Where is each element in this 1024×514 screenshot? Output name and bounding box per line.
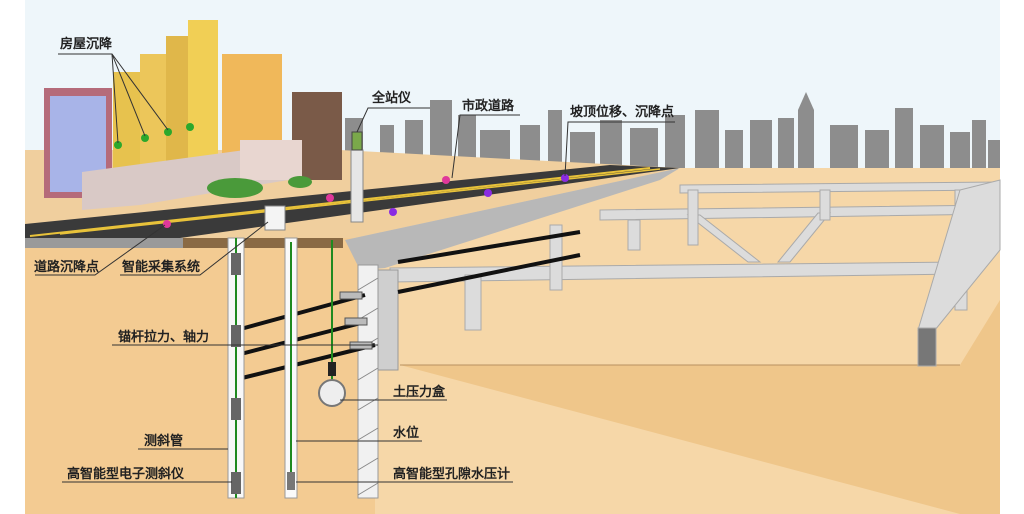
- road-settlement-points: [163, 176, 450, 228]
- label-inclinometer: 高智能型电子测斜仪: [67, 466, 185, 482]
- anchors: [236, 230, 581, 380]
- label-inclinometer-tube: 测斜管: [144, 433, 183, 449]
- distant-skyline: [345, 92, 1000, 168]
- label-slope-top: 坡顶位移、沉降点: [570, 104, 674, 120]
- leader-lines: [35, 53, 675, 483]
- house-settlement-points: [114, 123, 194, 149]
- connector: [328, 362, 336, 376]
- label-road-settlement: 道路沉降点: [34, 259, 99, 275]
- retaining-wall: [357, 264, 379, 499]
- label-piezometer: 高智能型孔隙水压计: [393, 466, 510, 482]
- label-anchor-force: 锚杆拉力、轴力: [118, 329, 209, 345]
- wall-hatch: [357, 277, 379, 496]
- earth-pressure-cell: [318, 379, 346, 407]
- support-frame: [389, 179, 1001, 367]
- soil-section: [183, 238, 343, 248]
- slope-top-points: [389, 174, 569, 216]
- road-section: [25, 238, 183, 248]
- total-station-icon: [351, 131, 363, 151]
- total-station-pillar: [350, 149, 364, 223]
- slope-top: [345, 168, 680, 270]
- label-earth-pressure-cell: 土压力盒: [393, 384, 446, 400]
- road-marking: [29, 167, 651, 237]
- label-water-level: 水位: [393, 425, 419, 441]
- buildings: [44, 20, 342, 210]
- label-municipal-road: 市政道路: [462, 98, 515, 114]
- column-pile: [377, 269, 399, 371]
- label-house-settlement: 房屋沉降: [60, 36, 113, 52]
- pit-floor: [400, 300, 1000, 514]
- label-acquisition-system: 智能采集系统: [122, 259, 200, 275]
- inclinometer-sensors: [231, 253, 241, 494]
- label-total-station: 全站仪: [371, 90, 412, 106]
- piezometer-sensor: [287, 472, 295, 490]
- acquisition-box: [264, 205, 286, 231]
